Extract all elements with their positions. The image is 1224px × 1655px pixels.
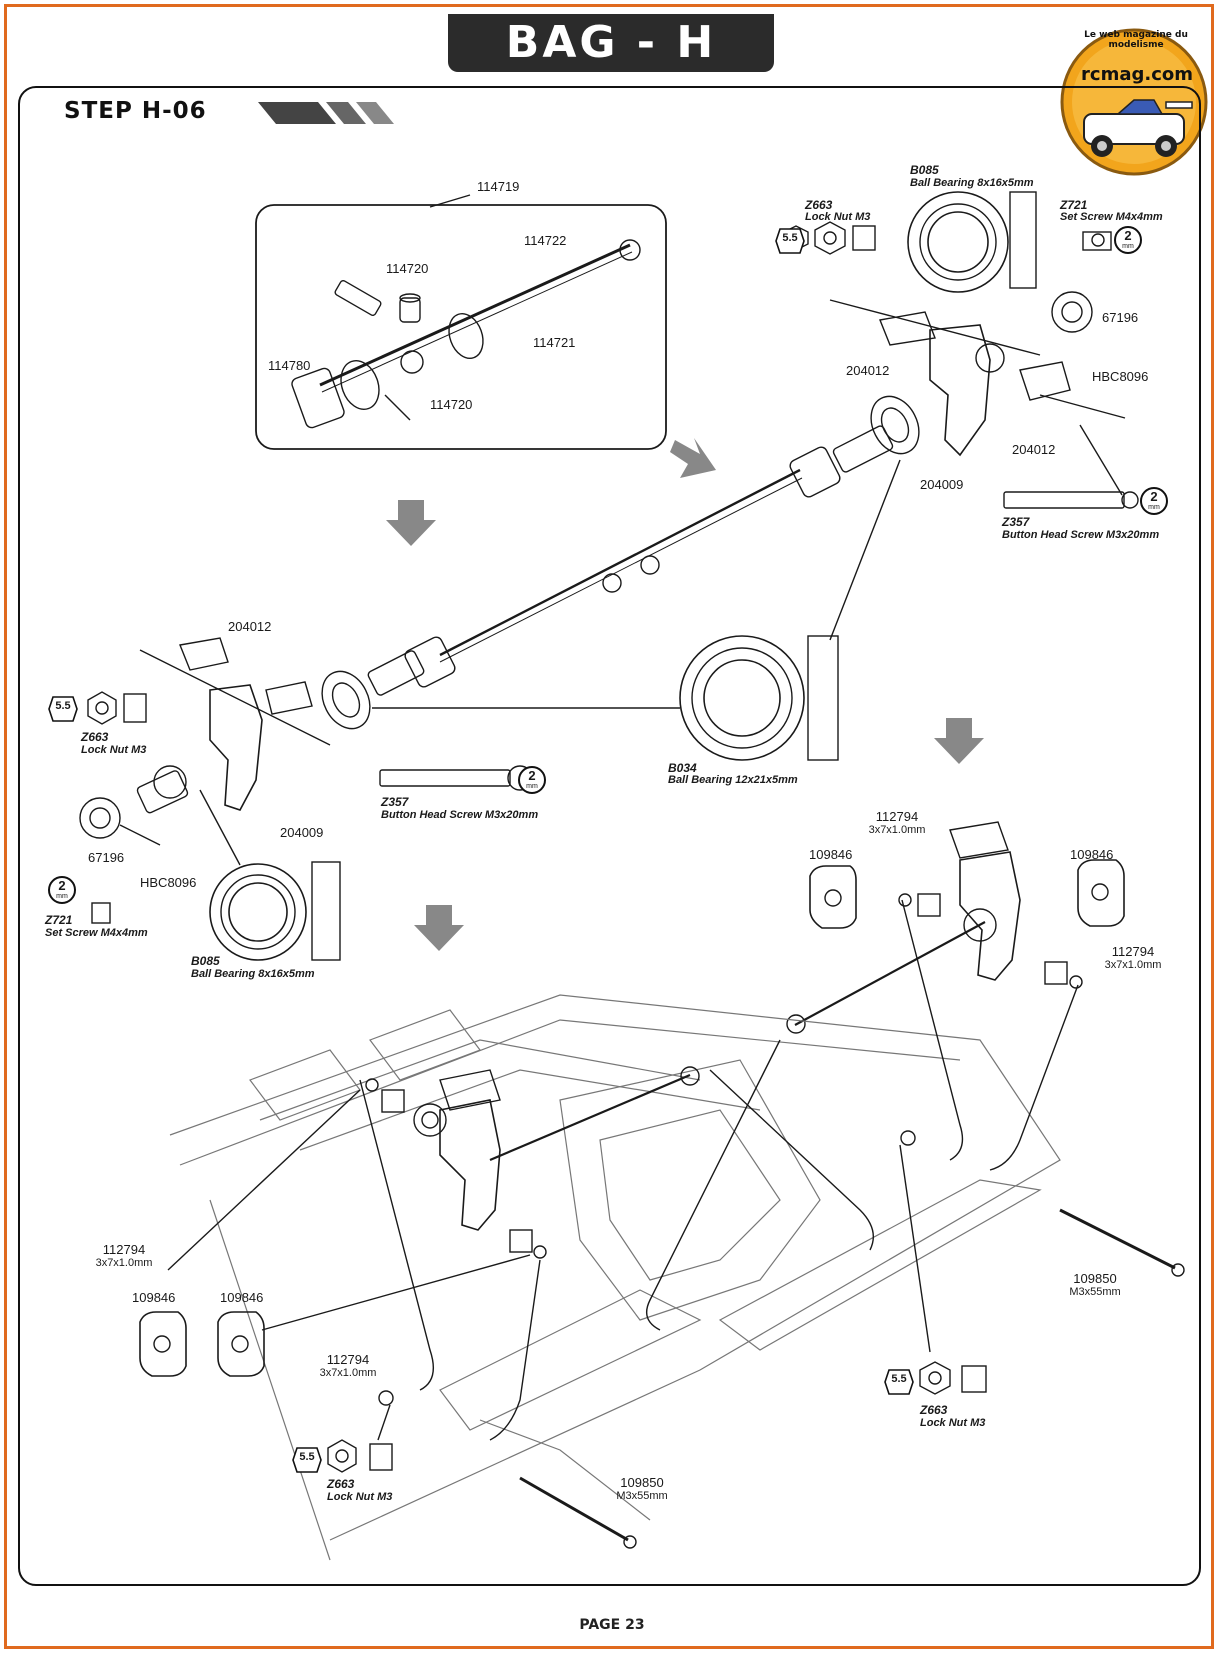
z663-bm-desc: Lock Nut M3 bbox=[327, 1491, 393, 1503]
bag-title: BAG - H bbox=[448, 14, 774, 72]
label-109846-bl-1: 109846 bbox=[132, 1290, 176, 1305]
label-204009-top: 204009 bbox=[920, 477, 964, 492]
z663-br-desc: Lock Nut M3 bbox=[920, 1417, 986, 1429]
z721-left-desc: Set Screw M4x4mm bbox=[45, 927, 148, 939]
label-112794-tr2: 112794 bbox=[1111, 944, 1155, 959]
b034-code: B034 bbox=[668, 761, 697, 775]
badge-site: rcmag.com bbox=[1081, 64, 1193, 85]
label-112794-tr: 112794 bbox=[875, 809, 919, 824]
shim-109846-bl-2 bbox=[217, 1311, 265, 1377]
z663-top-code: Z663 bbox=[805, 198, 833, 212]
z357-top-code: Z357 bbox=[1002, 515, 1030, 529]
rcmag-logo-badge bbox=[1060, 28, 1208, 176]
shim-109846-bl-1 bbox=[139, 1311, 187, 1377]
wrench-size-icon: 5.5 bbox=[48, 696, 78, 722]
z357-top-desc: Button Head Screw M3x20mm bbox=[1002, 529, 1160, 541]
badge-slogan: Le web magazine du modelisme bbox=[1084, 30, 1188, 50]
label-114720-b: 114720 bbox=[430, 397, 473, 412]
b085-left-code: B085 bbox=[191, 954, 220, 968]
size-112794-tr: 3x7x1.0mm bbox=[868, 824, 926, 836]
label-114721: 114721 bbox=[533, 335, 576, 350]
wrench-size-icon: 5.5 bbox=[884, 1369, 914, 1395]
z357-left-desc: Button Head Screw M3x20mm bbox=[381, 809, 539, 821]
z663-bm-code: Z663 bbox=[327, 1477, 355, 1491]
label-204009-left: 204009 bbox=[280, 825, 324, 840]
label-114719: 114719 bbox=[477, 179, 520, 194]
direction-arrows bbox=[386, 438, 984, 951]
page-number: PAGE 23 bbox=[579, 1617, 645, 1633]
shim-109846-tr-right bbox=[1077, 859, 1125, 927]
chassis-outline bbox=[169, 994, 1061, 1561]
b085-left-desc: Ball Bearing 8x16x5mm bbox=[191, 968, 315, 980]
wrench-size-icon: 5.5 bbox=[775, 228, 805, 254]
label-hbc8096-left: HBC8096 bbox=[140, 875, 197, 890]
b034-desc: Ball Bearing 12x21x5mm bbox=[668, 774, 798, 786]
label-114722: 114722 bbox=[524, 233, 567, 248]
size-112794-tr2: 3x7x1.0mm bbox=[1104, 959, 1162, 971]
step-label: STEP H-06 bbox=[64, 98, 207, 124]
size-112794-bm: 3x7x1.0mm bbox=[319, 1367, 377, 1379]
z721-top-desc: Set Screw M4x4mm bbox=[1060, 211, 1163, 223]
z663-br-code: Z663 bbox=[920, 1403, 948, 1417]
z721-left-code: Z721 bbox=[45, 913, 73, 927]
b085-left-bearing-drawing bbox=[209, 863, 307, 961]
b085-top-bearing-drawing bbox=[907, 191, 1009, 293]
label-67196-top: 67196 bbox=[1102, 310, 1139, 325]
step-stripes-decoration bbox=[258, 102, 394, 124]
label-204012-top-left: 204012 bbox=[846, 363, 890, 378]
step-panel bbox=[18, 86, 1201, 1586]
label-204012-top-right: 204012 bbox=[1012, 442, 1056, 457]
z663-left-desc: Lock Nut M3 bbox=[81, 744, 147, 756]
label-112794-bm: 112794 bbox=[326, 1352, 370, 1367]
label-hbc8096-top: HBC8096 bbox=[1092, 369, 1149, 384]
shim-109846-tr-left bbox=[809, 865, 857, 929]
label-114780: 114780 bbox=[268, 358, 311, 373]
size-109850-bottom: M3x55mm bbox=[616, 1490, 668, 1502]
wrench-size-icon: 5.5 bbox=[292, 1447, 322, 1473]
size-109850-right: M3x55mm bbox=[1069, 1286, 1121, 1298]
label-112794-bl: 112794 bbox=[102, 1242, 146, 1257]
label-109846-tr-left: 109846 bbox=[809, 847, 853, 862]
label-67196-left: 67196 bbox=[88, 850, 125, 865]
page-frame bbox=[4, 4, 1214, 1649]
label-109850-bottom: 109850 bbox=[620, 1475, 664, 1490]
b034-bearing-drawing bbox=[679, 635, 805, 761]
z663-left-code: Z663 bbox=[81, 730, 109, 744]
z663-top-desc: Lock Nut M3 bbox=[805, 211, 871, 223]
label-204012-left: 204012 bbox=[228, 619, 272, 634]
b085-top-desc: Ball Bearing 8x16x5mm bbox=[910, 177, 1034, 189]
driveshaft-inset-box bbox=[255, 204, 667, 450]
label-114720-a: 114720 bbox=[386, 261, 429, 276]
label-109846-tr-right: 109846 bbox=[1070, 847, 1114, 862]
z357-left-code: Z357 bbox=[381, 795, 409, 809]
label-109846-bl-2: 109846 bbox=[220, 1290, 264, 1305]
z721-top-code: Z721 bbox=[1060, 198, 1088, 212]
label-109850-right: 109850 bbox=[1073, 1271, 1117, 1286]
b085-top-code: B085 bbox=[910, 163, 939, 177]
size-112794-bl: 3x7x1.0mm bbox=[95, 1257, 153, 1269]
